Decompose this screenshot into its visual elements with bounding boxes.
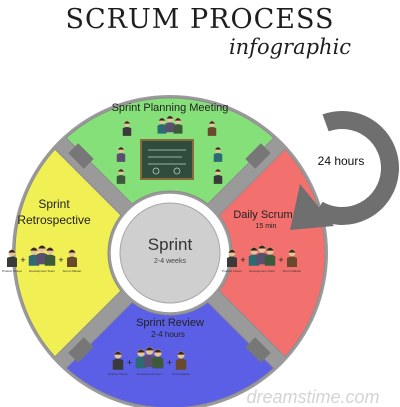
person-icon — [213, 169, 223, 184]
role-label: Product Owner — [108, 372, 128, 376]
page-title: SCRUM PROCESS — [66, 4, 335, 35]
cycle-arrow-arc — [313, 111, 399, 225]
person-icon — [116, 147, 126, 162]
person-icon — [227, 249, 237, 267]
center-title: Sprint — [148, 235, 193, 254]
person-icon — [152, 349, 164, 369]
person-icon — [213, 147, 223, 162]
person-icon — [44, 247, 56, 266]
role-label: Development Team — [249, 269, 275, 273]
page-subtitle: infographic — [229, 35, 351, 59]
person-icon — [207, 121, 217, 136]
retro-title-line2: Retrospective — [17, 213, 91, 227]
person-icon — [122, 121, 132, 136]
role-label: Development Team — [29, 269, 55, 273]
cycle-label: 24 hours — [318, 154, 365, 168]
person-icon — [173, 117, 183, 134]
planning-board — [140, 139, 194, 180]
role-label: Scrum Master — [63, 269, 82, 273]
center-duration: 2-4 weeks — [154, 258, 186, 265]
person-icon — [175, 351, 187, 370]
chalkboard — [140, 139, 194, 180]
connector-br — [245, 337, 271, 363]
person-icon — [116, 169, 126, 184]
plus-sign: + — [58, 255, 63, 265]
person-icon — [165, 115, 175, 133]
role-label: Product Owner — [222, 269, 242, 273]
plus-sign: + — [167, 358, 172, 368]
daily-duration: 15 min — [255, 223, 276, 230]
review-title: Sprint Review — [136, 317, 204, 329]
segment-sprint-review — [65, 301, 275, 407]
segment-sprint-retrospective — [14, 148, 122, 358]
retro-title-line1: Sprint — [38, 197, 70, 211]
person-icon — [67, 249, 77, 267]
connector-tl — [68, 143, 94, 169]
cycle-arrow — [290, 111, 399, 230]
person-icon — [157, 117, 167, 134]
cycle-arrow-head — [290, 184, 334, 230]
role-label: Product Owner — [2, 269, 22, 273]
center-circle — [119, 202, 221, 304]
plus-sign: + — [240, 255, 245, 265]
person-icon — [112, 351, 124, 370]
plus-sign: + — [20, 255, 25, 265]
person-icon — [264, 247, 276, 266]
person-icon — [287, 249, 297, 267]
plus-sign: + — [278, 255, 283, 265]
plus-sign: + — [127, 358, 132, 368]
role-label: Scrum Master — [283, 269, 302, 273]
role-label: Scrum Master — [172, 372, 191, 376]
daily-title: Daily Scrum — [233, 209, 292, 221]
connector-tr — [245, 143, 271, 169]
planning-title: Sprint Planning Meeting — [112, 102, 229, 114]
connector-bl — [68, 337, 94, 363]
review-duration: 2-4 hours — [151, 330, 185, 339]
person-icon — [7, 249, 17, 267]
watermark: dreamstime.com — [246, 387, 379, 407]
role-label: Development Team — [137, 372, 163, 376]
